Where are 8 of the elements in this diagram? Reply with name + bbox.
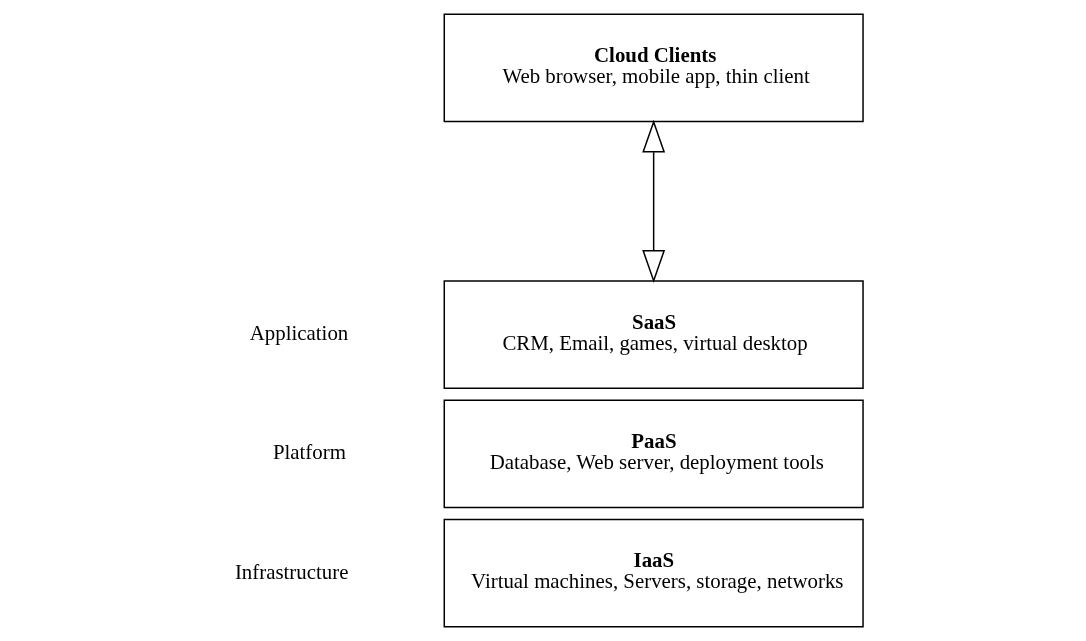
node-box: PaaS Database, Web server, deployment tools — [443, 399, 864, 509]
node-box: SaaS CRM, Email, games, virtual desktop — [443, 280, 864, 390]
arrow — [642, 119, 666, 283]
node-box: IaaS Virtual machines, Servers, storage, networks — [443, 518, 864, 628]
label: Platform — [272, 440, 346, 465]
node-box: Cloud Clients Web browser, mobile app, thin client — [443, 13, 864, 123]
label: Infrastructure — [234, 559, 349, 584]
label: Application — [249, 321, 349, 346]
